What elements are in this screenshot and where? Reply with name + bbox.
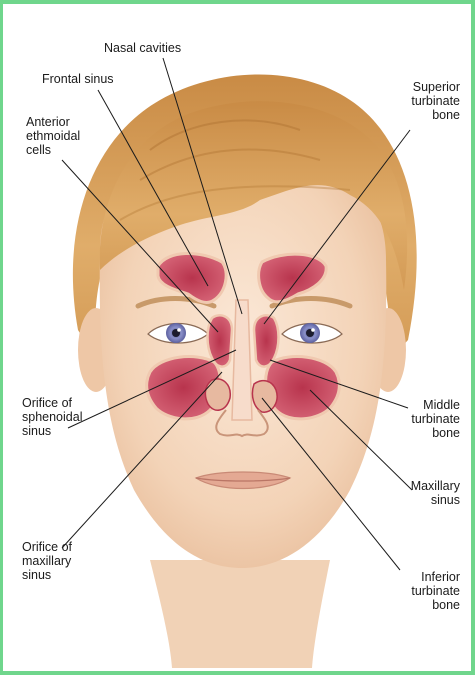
neck <box>150 560 330 668</box>
label-superior-turbinate-bone: Superior turbinate bone <box>390 80 460 122</box>
label-nasal-cavities: Nasal cavities <box>104 41 181 55</box>
label-orifice-of-maxillary-sinus: Orifice of maxillary sinus <box>22 540 72 582</box>
ethmoid-right <box>254 315 279 366</box>
nasal-septum <box>232 300 252 420</box>
label-inferior-turbinate-bone: Inferior turbinate bone <box>390 570 460 612</box>
label-frontal-sinus: Frontal sinus <box>42 72 114 86</box>
ethmoid-left <box>208 315 233 366</box>
label-anterior-ethmoidal-cells: Anterior ethmoidal cells <box>26 115 80 157</box>
turbinate-right-inferior <box>252 381 277 413</box>
label-orifice-of-sphenoidal-sinus: Orifice of sphenoidal sinus <box>22 396 82 438</box>
label-maxillary-sinus: Maxillary sinus <box>390 479 460 507</box>
maxillary-sinus-right <box>266 357 340 419</box>
turbinate-left-inferior <box>205 379 230 410</box>
label-middle-turbinate-bone: Middle turbinate bone <box>390 398 460 440</box>
